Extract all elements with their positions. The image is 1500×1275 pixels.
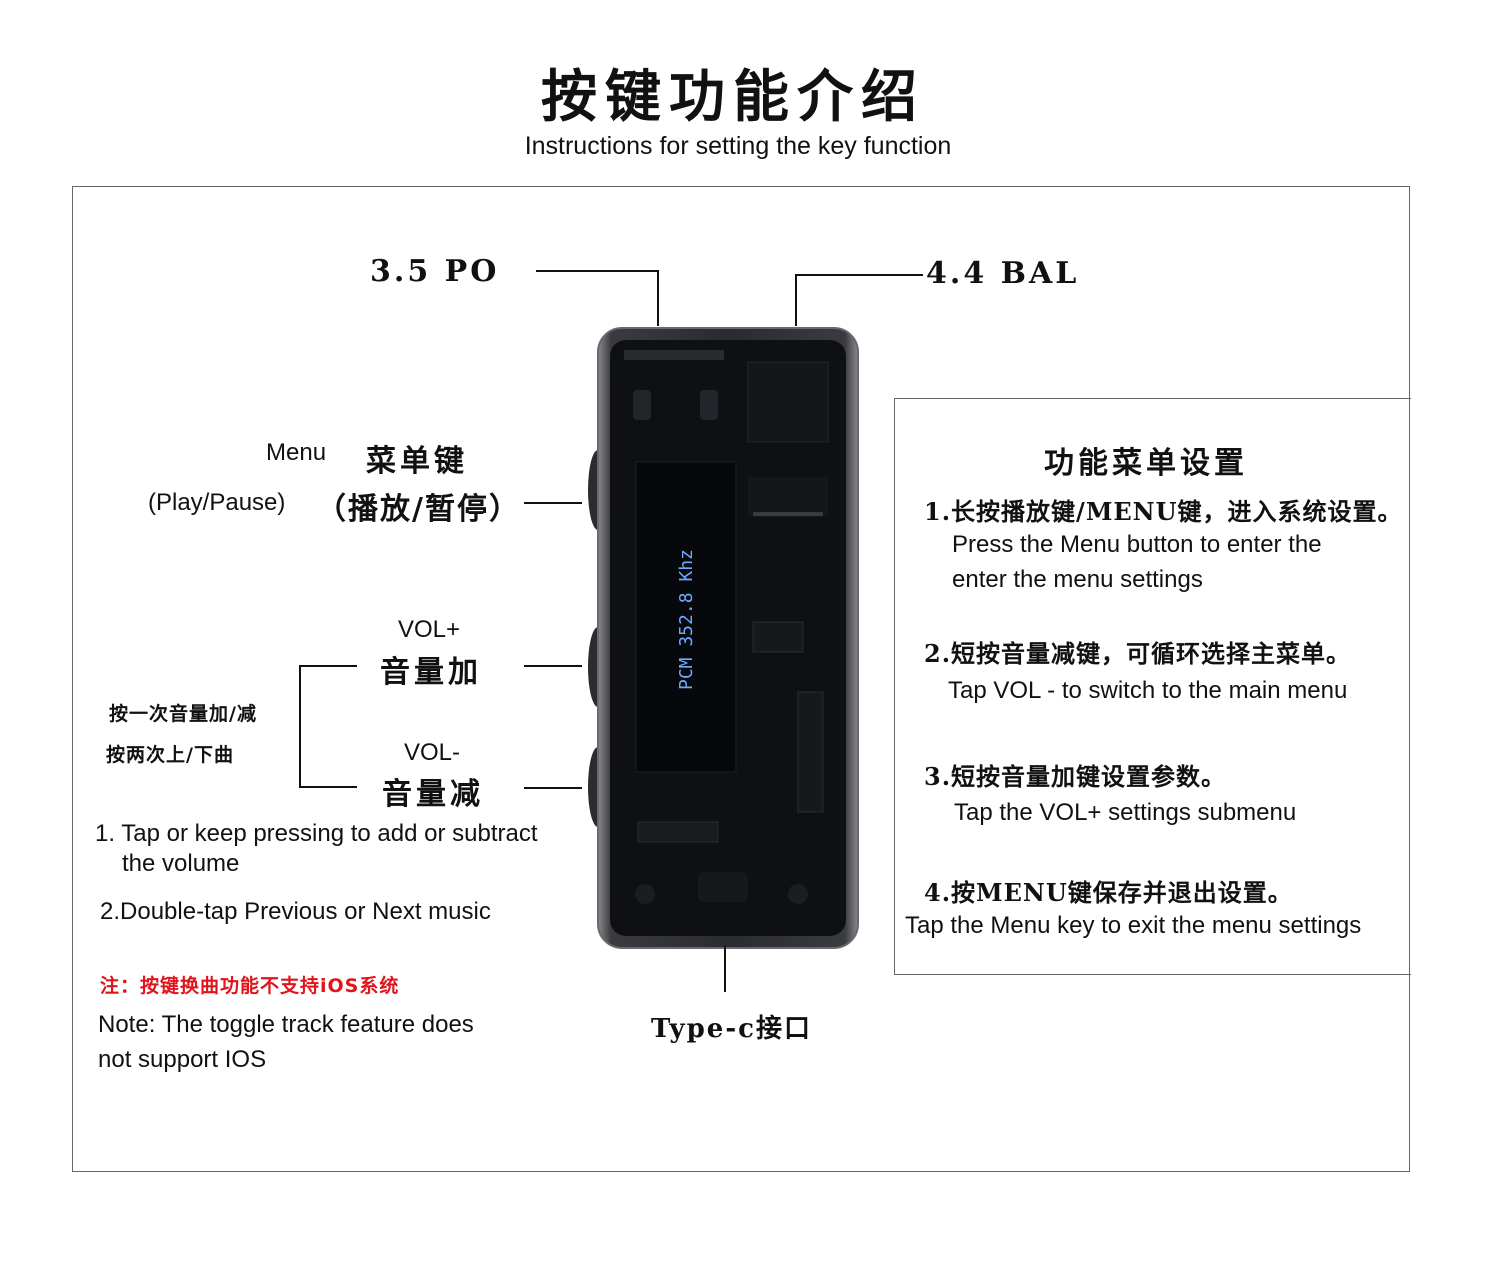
warning-note-en-line-1: Note: The toggle track feature does	[98, 1011, 474, 1038]
device-screen-text: PCM 352.8 Khz	[676, 549, 697, 690]
vol-up-label-cn: 音量加	[380, 655, 482, 690]
bracket-vertical	[299, 665, 301, 788]
leader-line-po-h	[536, 270, 659, 272]
menu-step-1-en-line-1: Press the Menu button to enter the	[952, 531, 1322, 558]
menu-label-en: Menu	[266, 439, 327, 466]
page-subtitle: Instructions for setting the key functio…	[524, 132, 952, 160]
bracket-note-cn-1: 按一次音量加/减	[109, 703, 257, 725]
port-label-4-4-bal: 4.4 BAL	[926, 256, 1080, 291]
menu-step-4-en: Tap the Menu key to exit the menu settin…	[905, 912, 1362, 939]
tap-note-1-line-2: the volume	[122, 850, 240, 877]
page-title: 按键功能介绍	[541, 65, 925, 130]
play-pause-label-cn: （播放/暂停）	[316, 492, 521, 527]
play-pause-label-en: (Play/Pause)	[148, 489, 286, 516]
warning-note-en-line-2: not support IOS	[98, 1046, 267, 1073]
menu-settings-title: 功能菜单设置	[1044, 446, 1248, 481]
dac-device-illustration	[588, 327, 859, 949]
menu-step-2-cn: 2.短按音量减键，可循环选择主菜单。	[924, 639, 1352, 668]
tap-note-2: 2.Double-tap Previous or Next music	[100, 898, 491, 925]
vol-down-label-en: VOL-	[404, 739, 461, 766]
bracket-top	[299, 665, 357, 667]
bracket-bottom	[299, 786, 357, 788]
menu-settings-panel	[894, 398, 1411, 975]
menu-step-4-cn: 4.按MENU键保存并退出设置。	[924, 878, 1293, 907]
menu-step-2-en: Tap VOL - to switch to the main menu	[948, 677, 1348, 704]
port-label-3-5-po: 3.5 PO	[370, 254, 500, 289]
diagram-frame	[72, 186, 1410, 1172]
bracket-note-cn-2: 按两次上/下曲	[106, 744, 234, 766]
leader-line-bal-h	[795, 274, 923, 276]
menu-step-3-en: Tap the VOL+ settings submenu	[954, 799, 1297, 826]
leader-line-bal-v	[795, 274, 797, 326]
port-label-typec: Type-c接口	[651, 1014, 812, 1044]
vol-down-label-cn: 音量减	[382, 777, 484, 812]
menu-step-1-en-line-2: enter the menu settings	[952, 566, 1203, 593]
warning-note-cn: 注：按键换曲功能不支持iOS系统	[100, 975, 400, 997]
menu-step-1-cn: 1.长按播放键/MENU键，进入系统设置。	[924, 497, 1403, 526]
leader-line-typec	[724, 946, 726, 992]
leader-line-menu	[524, 502, 582, 504]
leader-line-vol-down	[524, 787, 582, 789]
leader-line-vol-up	[524, 665, 582, 667]
vol-up-label-en: VOL+	[398, 616, 461, 643]
menu-step-3-cn: 3.短按音量加键设置参数。	[924, 762, 1227, 791]
menu-label-cn: 菜单键	[366, 444, 468, 479]
leader-line-po-v	[657, 270, 659, 326]
tap-note-1-line-1: 1. Tap or keep pressing to add or subtra…	[95, 820, 538, 847]
